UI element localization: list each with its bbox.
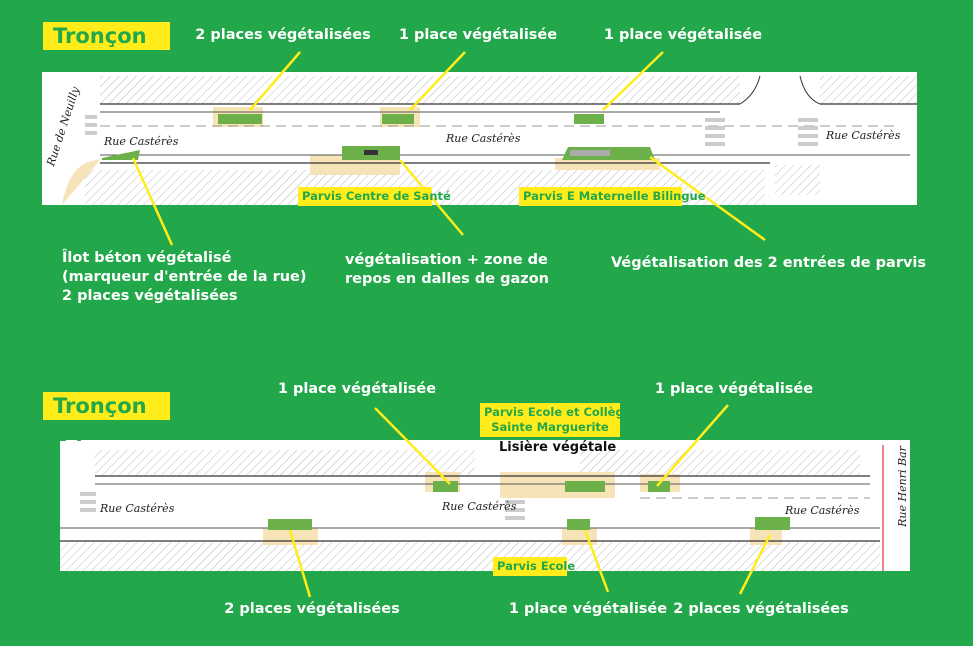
label-line: 2 places végétalisées [62,288,238,304]
label-top-2: 1 place végétalisée [654,381,814,397]
troncon-1-title: Tronçon 1 : [43,22,170,76]
label-top-2: 1 place végétalisée [398,27,558,43]
tag-parvis-ecole-college: Parvis Ecole et Collège Sainte Marguerit… [480,403,632,437]
planter [218,114,262,124]
tag-parvis-ecole: Parvis Ecole [493,557,575,576]
street-rue-casteres: Rue Castérès [785,504,860,517]
planter [567,519,590,530]
label-line: végétalisation + zone de [345,252,548,268]
tag-line: Parvis Ecole et Collège [484,405,632,419]
planter [433,481,458,492]
label-ilot: Îlot béton végétalisé (marqueur d'entrée… [62,249,307,306]
planter [382,114,414,124]
label-top-3: 1 place végétalisée [603,27,763,43]
label-top-1: 2 places végétalisées [195,27,371,43]
street-rue-casteres: Rue Castérès [100,502,175,515]
planter [574,114,604,124]
plan-troncon-2 [60,440,910,571]
planter [755,517,790,530]
planter [648,481,670,492]
planter [268,519,312,530]
street-rue-henri-barbusse: Rue Henri Bar [895,446,909,527]
street-rue-casteres: Rue Castérès [446,132,521,145]
planter [102,150,140,160]
label-top-1: 1 place végétalisée [277,381,437,397]
street-rue-casteres: Rue Castérès [104,135,179,148]
street-rue-casteres: Rue Castérès [442,500,517,513]
label-line: (marqueur d'entrée de la rue) [62,269,307,285]
tag-line: Sainte Marguerite [491,420,609,434]
label-zone-repos: végétalisation + zone de repos en dalles… [345,251,549,289]
lisiere-vegetale-label: Lisière végétale [499,440,617,455]
label-line: repos en dalles de gazon [345,271,549,287]
label-bottom-3: 2 places végétalisées [673,601,849,617]
tag-parvis-centre-sante: Parvis Centre de Santé [298,187,451,206]
troncon-2-title: Tronçon 2 : [43,392,170,446]
parvis-area [555,158,660,170]
tag-parvis-maternelle: Parvis E Maternelle Bilingue [519,187,706,206]
label-bottom-2: 1 place végétalisée [508,601,668,617]
planter [565,481,605,492]
label-entrees-parvis: Végétalisation des 2 entrées de parvis [611,255,927,271]
parvis-area [562,528,597,545]
street-rue-casteres: Rue Castérès [826,129,901,142]
label-bottom-1: 2 places végétalisées [224,601,400,617]
label-line: Îlot béton végétalisé [62,250,232,266]
